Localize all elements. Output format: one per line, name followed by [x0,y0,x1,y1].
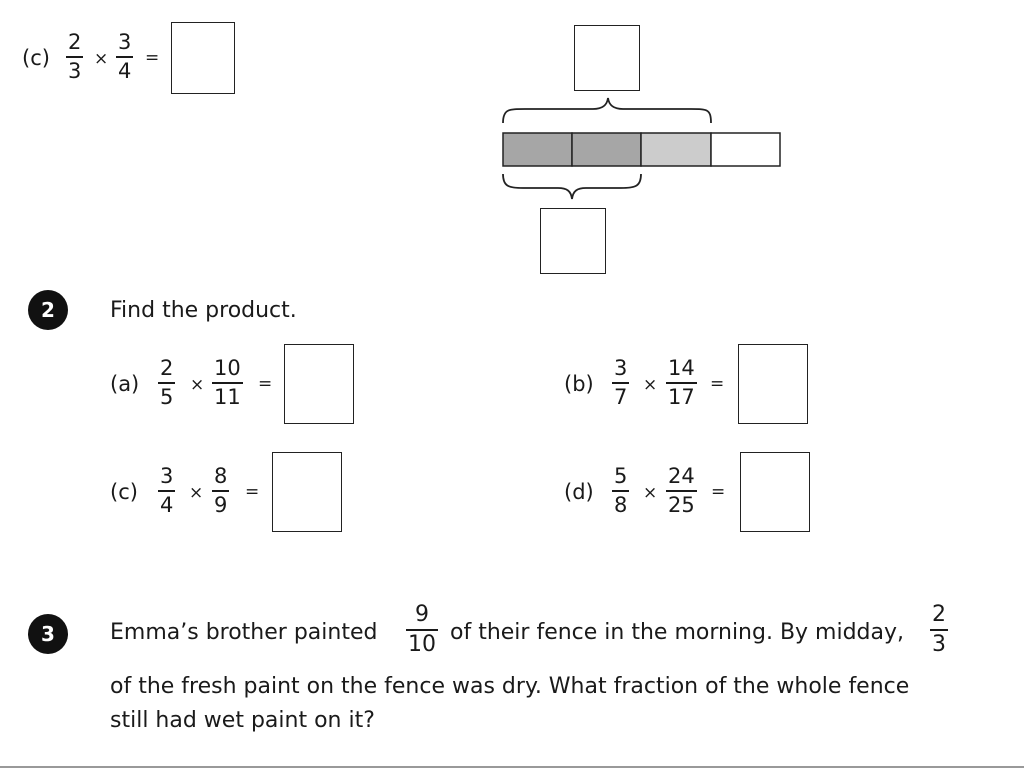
fraction-five-eighths: 5 8 [612,464,630,517]
bar-model-diagram [502,97,781,200]
fraction-bar [66,56,84,58]
part-d-label: (d) [564,480,594,504]
denominator: 3 [68,58,82,83]
fraction-twentyfour-twentyfifths: 24 25 [666,466,697,516]
fraction-bar [158,490,176,492]
question-3-line1-start: Emma’s brother painted [110,620,378,645]
numerator: 10 [214,356,241,380]
part-c-label: (c) [22,46,50,70]
equals-sign: = [245,482,260,502]
fraction-ten-elevenths: 10 11 [212,358,243,408]
fraction-eight-ninths: 8 9 [212,464,230,517]
denominator: 4 [118,58,132,83]
denominator: 11 [214,384,241,409]
question-3-badge: 3 [28,614,68,654]
fraction-three-quarters: 3 4 [158,464,176,517]
denominator: 7 [614,384,628,409]
denominator: 8 [614,492,628,517]
times-sign: × [643,375,658,395]
question-2-badge: 2 [28,290,68,330]
answer-box-bar-top[interactable] [574,25,640,91]
page-bottom-border [0,766,1024,768]
answer-box-2a[interactable] [284,344,354,424]
question-3-line3: still had wet paint on it? [110,708,375,733]
denominator: 5 [160,384,174,409]
times-sign: × [189,483,204,503]
fraction-three-sevenths: 3 7 [612,356,630,409]
answer-box-2b[interactable] [738,344,808,424]
question-3-line2: of the fresh paint on the fence was dry.… [110,674,910,699]
equals-sign: = [710,374,725,394]
numerator: 9 [415,602,429,627]
fraction-fourteen-seventeenths: 14 17 [666,358,697,408]
bottom-brace [502,173,642,200]
fraction-bar [930,629,948,631]
answer-box-2c[interactable] [272,452,342,532]
fraction-bar [158,382,176,384]
denominator: 25 [668,492,695,517]
numerator: 3 [614,356,628,380]
answer-box-2d[interactable] [740,452,810,532]
bar-segment-4 [710,132,781,167]
denominator: 9 [214,492,228,517]
fraction-bar [612,382,630,384]
question-3-line1-middle: of their fence in the morning. By midday… [450,620,905,645]
numerator: 3 [118,30,132,54]
numerator: 2 [68,30,82,54]
numerator: 2 [160,356,174,380]
numerator: 24 [668,464,695,488]
top-brace [502,97,712,124]
question-2-prompt: Find the product. [110,298,297,323]
part-c-label: (c) [110,480,138,504]
numerator: 8 [214,464,228,488]
times-sign: × [643,483,658,503]
times-sign: × [94,49,109,69]
times-sign: × [190,375,205,395]
numerator: 14 [668,356,695,380]
equals-sign: = [711,482,726,502]
bar-segment-3 [640,132,712,167]
denominator: 17 [668,384,695,409]
denominator: 3 [932,631,946,657]
answer-box-top-c[interactable] [171,22,235,94]
part-a-label: (a) [110,372,140,396]
fraction-two-fifths: 2 5 [158,356,176,409]
numerator: 3 [160,464,174,488]
denominator: 10 [408,631,436,657]
bar-segment-1 [502,132,573,167]
fraction-bar [666,490,697,492]
fraction-bar [116,56,134,58]
fraction-bar [212,382,243,384]
fraction-two-thirds: 2 3 [930,604,948,656]
equals-sign: = [145,48,160,68]
fraction-bar [666,382,697,384]
numerator: 2 [932,602,946,627]
fraction-three-quarters: 3 4 [116,30,134,83]
equals-sign: = [258,374,273,394]
fraction-two-thirds: 2 3 [66,30,84,83]
answer-box-bar-bottom[interactable] [540,208,606,274]
part-b-label: (b) [564,372,594,396]
fraction-bar [406,629,438,631]
bar-segment-2 [571,132,642,167]
fraction-bar [212,490,230,492]
numerator: 5 [614,464,628,488]
denominator: 4 [160,492,174,517]
fraction-bar [612,490,630,492]
fraction-nine-tenths: 9 10 [406,604,438,656]
